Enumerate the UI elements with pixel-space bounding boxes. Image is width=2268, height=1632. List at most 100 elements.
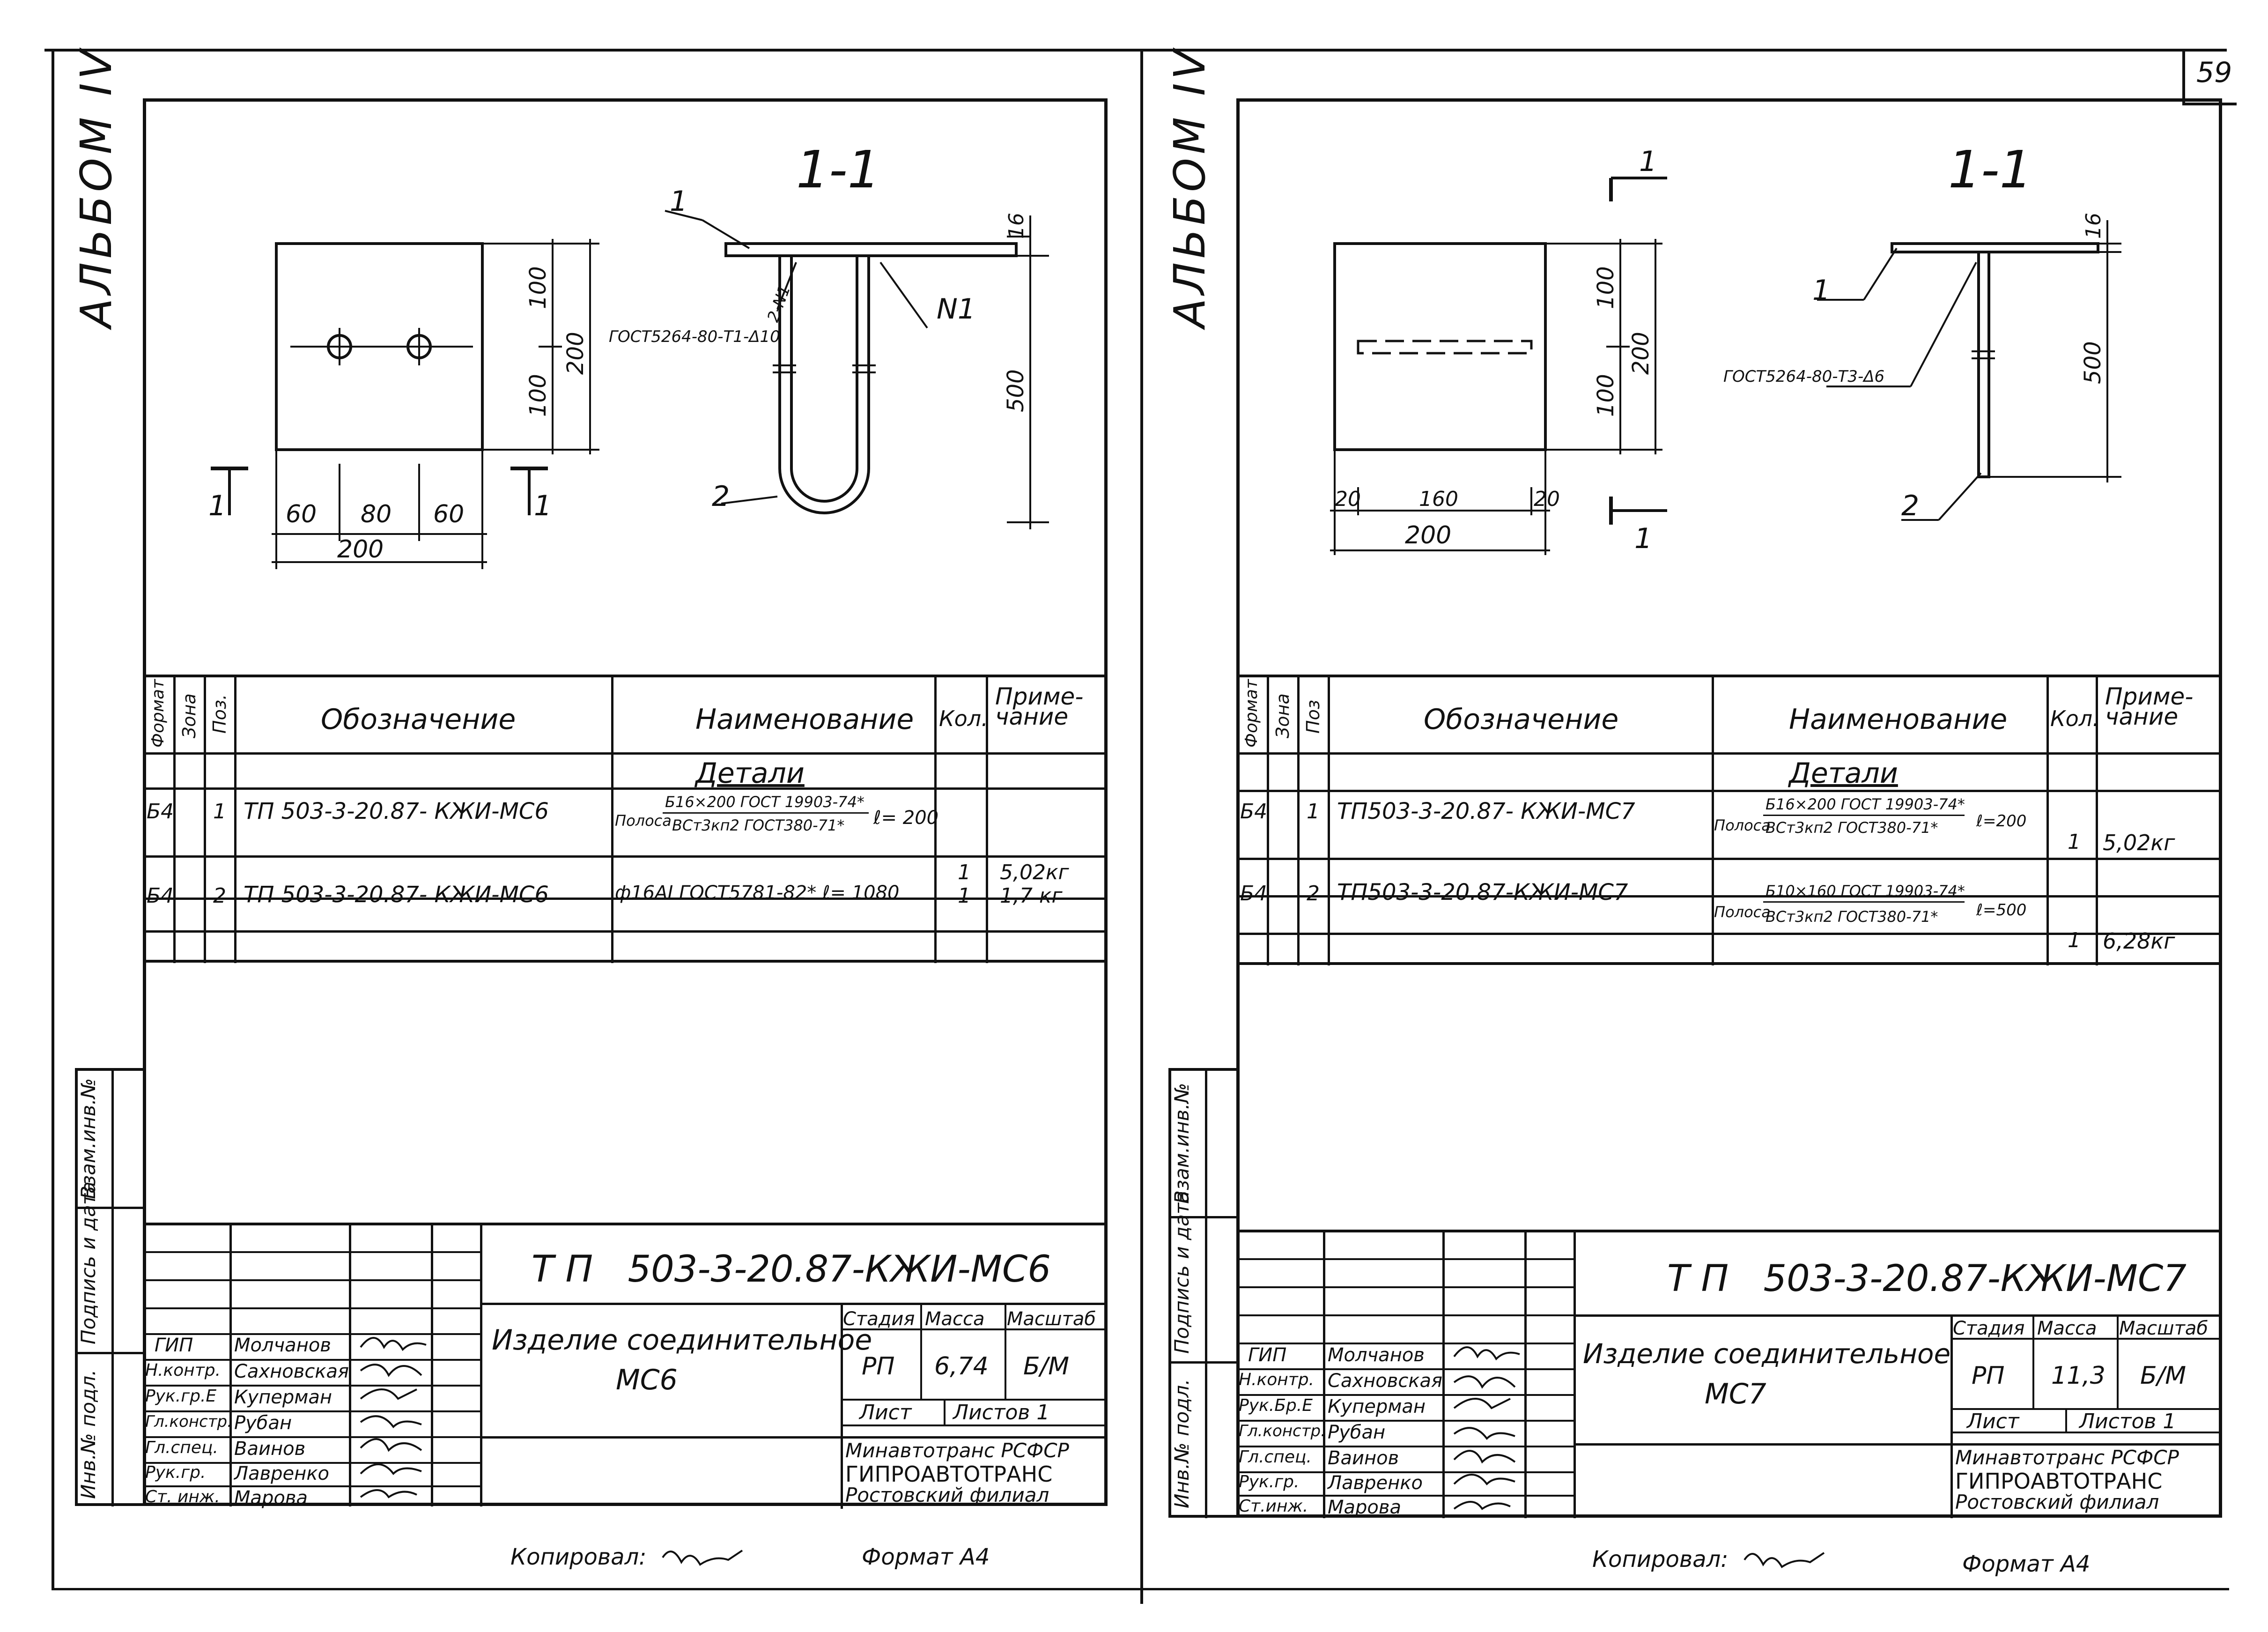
section-details: Детали	[1789, 757, 1898, 790]
spec-table: Формат Зона Поз. Обозначение Наименовани…	[143, 675, 1108, 963]
row2-pos: 2	[213, 884, 226, 908]
dim-16: 16	[2082, 213, 2105, 239]
staff-name-6: Марова	[1328, 1497, 1401, 1518]
weld-note: ГОСТ5264-80-Т3-Δ6	[1723, 367, 1884, 386]
staff-role-6: Ст. инж.	[145, 1487, 220, 1506]
dim-160: 160	[1419, 487, 1458, 511]
staff-role-2: Рук.Бр.Е	[1239, 1396, 1313, 1415]
dim-20b: 20	[1534, 487, 1560, 511]
drawing-frame	[1236, 98, 2222, 1518]
n1-label: N1	[937, 293, 975, 326]
col-format: Формат	[148, 679, 168, 748]
staff-name-2: Куперман	[234, 1387, 332, 1408]
scale-value: Б/М	[1023, 1352, 1070, 1380]
staff-role-5: Рук.гр.	[145, 1463, 206, 1482]
row1-fraction-line	[1763, 815, 1965, 816]
sheets-label: Листов 1	[2079, 1409, 2176, 1433]
col-zone: Зона	[1272, 693, 1293, 738]
staff-name-3: Рубан	[234, 1412, 292, 1434]
product-name: Изделие соединительное	[1583, 1338, 1951, 1370]
dim-200h: 200	[562, 332, 589, 375]
row1-fraction-line	[663, 812, 869, 814]
row1-name-top: Б16×200 ГОСТ 19903-74*	[665, 793, 864, 811]
cut-label-bottom: 1	[1634, 522, 1652, 555]
drawing-frame	[143, 98, 1108, 1506]
pos-1-label: 1	[670, 185, 687, 218]
mass-label: Масса	[925, 1308, 985, 1330]
staff-name-0: Молчанов	[1328, 1344, 1425, 1366]
row1-designation: ТП 503-3-20.87- КЖИ-МС6	[244, 798, 549, 824]
product-code: МС6	[616, 1364, 678, 1396]
format-label: Формат А4	[862, 1544, 990, 1570]
staff-name-2: Куперман	[1328, 1396, 1426, 1417]
copied-signature	[662, 1550, 743, 1566]
row1-length: ℓ=200	[1976, 812, 2027, 831]
staff-role-1: Н.контр.	[1239, 1370, 1315, 1389]
dim-16: 16	[1005, 213, 1028, 239]
sheet-mc7: АЛЬБОМ IV Инв.№ подл. Подпись и дата Вза…	[1143, 0, 2268, 1632]
sheet-label: Лист	[1967, 1409, 2019, 1433]
format-label: Формат А4	[1962, 1551, 2091, 1577]
row1-name-prefix: Полоса	[615, 812, 672, 830]
cut-label-left: 1	[208, 490, 226, 522]
row1-name-prefix: Полоса	[1714, 816, 1771, 834]
dim-100a: 100	[525, 266, 551, 309]
staff-role-4: Гл.спец.	[145, 1438, 218, 1457]
col-note: Приме- чание	[995, 683, 1084, 730]
dim-200w: 200	[1405, 521, 1451, 549]
dim-500: 500	[1003, 369, 1029, 412]
bottom-line	[52, 1588, 2229, 1590]
stage-label: Стадия	[1953, 1318, 2025, 1339]
product-name: Изделие соединительное	[492, 1324, 872, 1357]
side-stamp	[1168, 1068, 1239, 1518]
row1-format: Б4	[147, 800, 174, 823]
staff-name-0: Молчанов	[234, 1335, 331, 1356]
row1-length: ℓ= 200	[873, 807, 939, 829]
org-1: Минавтотранс РСФСР	[1955, 1446, 2179, 1469]
row2-qty: 1	[958, 884, 971, 908]
section-details: Детали	[695, 757, 805, 790]
org-1: Минавтотранс РСФСР	[845, 1439, 1069, 1462]
staff-role-0: ГИП	[1248, 1344, 1287, 1366]
staff-role-5: Рук.гр.	[1239, 1472, 1300, 1491]
dim-100a: 100	[1593, 266, 1619, 309]
staff-role-2: Рук.гр.Е	[145, 1387, 217, 1406]
doc-code: Т П 503-3-20.87-КЖИ-МС7	[1667, 1258, 2187, 1300]
copied-label: Копировал:	[510, 1544, 647, 1570]
row2-designation: ТП 503-3-20.87- КЖИ-МС6	[244, 882, 549, 908]
staff-name-6: Марова	[234, 1487, 308, 1509]
stage-value: РП	[1972, 1362, 2005, 1390]
dim-60a: 60	[286, 500, 317, 528]
signatures	[1453, 1346, 1520, 1510]
section-title: 1-1	[1948, 140, 2032, 200]
row2-pos: 2	[1307, 882, 1320, 905]
weld-note: ГОСТ5264-80-Т1-Δ10	[609, 327, 780, 346]
pos-1-label: 1	[1812, 274, 1830, 307]
title-block: Т П 503-3-20.87-КЖИ-МС7 Изделие соединит…	[1236, 1230, 2222, 1518]
pos-2-label: 2	[712, 480, 730, 513]
org-2: ГИПРОАВТОТРАНС	[845, 1461, 1053, 1487]
col-note: Приме- чание	[2105, 683, 2194, 730]
staff-role-3: Гл.констр.	[145, 1412, 232, 1431]
row2-designation: ТП503-3-20.87-КЖИ-МС7	[1337, 879, 1628, 905]
row2-name: ф16АI ГОСТ5781-82* ℓ= 1080	[615, 882, 900, 904]
row2-fraction-line	[1763, 901, 1965, 903]
copied-label: Копировал:	[1592, 1546, 1729, 1573]
col-qty: Кол.	[2050, 706, 2099, 731]
stage-value: РП	[862, 1352, 895, 1380]
left-margin-line	[52, 49, 54, 1590]
title-block: Т П 503-3-20.87-КЖИ-МС6 Изделие соединит…	[143, 1223, 1108, 1509]
scale-label: Масштаб	[1007, 1308, 1096, 1330]
col-qty: Кол.	[939, 706, 988, 731]
row1-note: 5,02кг	[2103, 830, 2175, 855]
doc-code: Т П 503-3-20.87-КЖИ-МС6	[532, 1248, 1051, 1291]
org-3: Ростовский филиал	[845, 1484, 1049, 1506]
row1-pos: 1	[213, 800, 226, 823]
staff-role-4: Гл.спец.	[1239, 1447, 1312, 1467]
sheet-divider	[1140, 49, 1143, 1604]
stage-label: Стадия	[843, 1308, 915, 1330]
page-number: 59	[2196, 56, 2232, 89]
col-format: Формат	[1242, 679, 1261, 748]
side-label-inv: Инв.№ подл.	[1170, 1379, 1193, 1508]
dim-60b: 60	[433, 500, 464, 528]
